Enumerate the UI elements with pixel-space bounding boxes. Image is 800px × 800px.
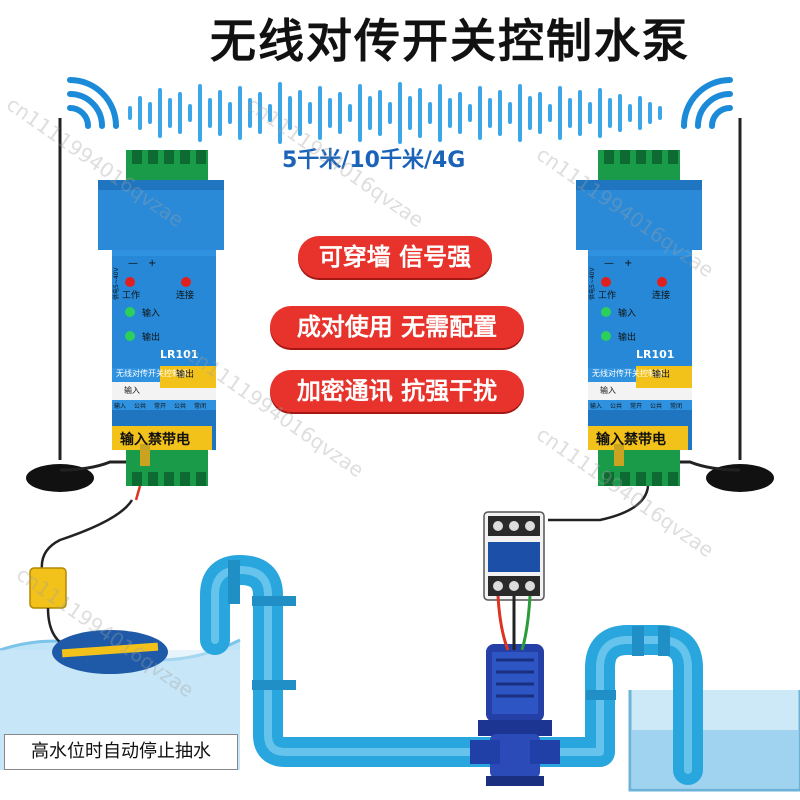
left-led-link-label: 连接: [176, 289, 194, 301]
range-label: 5千米/10千米/4G: [282, 148, 466, 173]
right-warning-label: 输入禁带电: [596, 431, 666, 448]
left-terminal-5: 常闭: [194, 402, 206, 410]
left-terminal-1: 输入: [114, 402, 126, 410]
pump-wires: [496, 595, 532, 651]
right-terminal-2: 公共: [610, 402, 622, 410]
left-model-label: LR101: [160, 348, 198, 361]
right-led-output-label: 输出: [618, 331, 636, 343]
right-controller-device: [576, 150, 702, 486]
signal-wave: [128, 82, 662, 144]
right-led-work-label: 工作: [598, 289, 616, 301]
water-pipe: [200, 555, 703, 785]
right-section-in: 输入: [600, 385, 616, 395]
left-warning-label: 输入禁带电: [120, 431, 190, 448]
right-terminal-5: 常闭: [670, 402, 682, 410]
pipe-flanges: [228, 560, 670, 700]
right-terminal-4: 公共: [650, 402, 662, 410]
feature-badge-wall: 可穿墙 信号强: [298, 236, 492, 278]
right-led-link-label: 连接: [652, 289, 670, 301]
left-polarity-plus: +: [148, 258, 156, 269]
right-polarity-minus: —: [604, 258, 614, 269]
right-polarity-plus: +: [624, 258, 632, 269]
right-terminal-3: 常开: [630, 402, 642, 410]
right-model-label: LR101: [636, 348, 674, 361]
left-led-input-label: 输入: [142, 307, 160, 319]
wifi-signal-icon: [67, 77, 119, 129]
left-power-label: 供电5~40V: [112, 267, 120, 300]
left-terminal-3: 常开: [154, 402, 166, 410]
device-wires: [134, 485, 650, 522]
left-polarity-minus: —: [128, 258, 138, 269]
water-pump: [470, 644, 560, 786]
left-section-out: 输出: [176, 368, 194, 380]
contactor: [483, 511, 545, 601]
right-water-tank: [628, 690, 800, 792]
page-title: 无线对传开关控制水泵: [210, 14, 690, 68]
right-section-out: 输出: [652, 368, 670, 380]
feature-badge-pairing: 成对使用 无需配置: [270, 306, 524, 348]
left-led-work-label: 工作: [122, 289, 140, 301]
left-device-name: 无线对传开关控制器: [116, 368, 188, 378]
wifi-signal-icon: [681, 77, 733, 129]
right-device-name: 无线对传开关控制器: [592, 368, 664, 378]
right-power-label: 供电5~40V: [588, 267, 596, 300]
right-antenna: [660, 118, 774, 492]
float-switch: [29, 499, 168, 674]
left-led-output-label: 输出: [142, 331, 160, 343]
feature-badge-encryption: 加密通讯 抗强干扰: [270, 370, 524, 412]
left-controller-device: [98, 150, 224, 486]
left-antenna: [26, 118, 130, 492]
left-terminal-4: 公共: [174, 402, 186, 410]
right-led-input-label: 输入: [618, 307, 636, 319]
tank-caption: 高水位时自动停止抽水: [4, 734, 238, 770]
left-terminal-2: 公共: [134, 402, 146, 410]
right-terminal-1: 输入: [590, 402, 602, 410]
left-section-in: 输入: [124, 385, 140, 395]
